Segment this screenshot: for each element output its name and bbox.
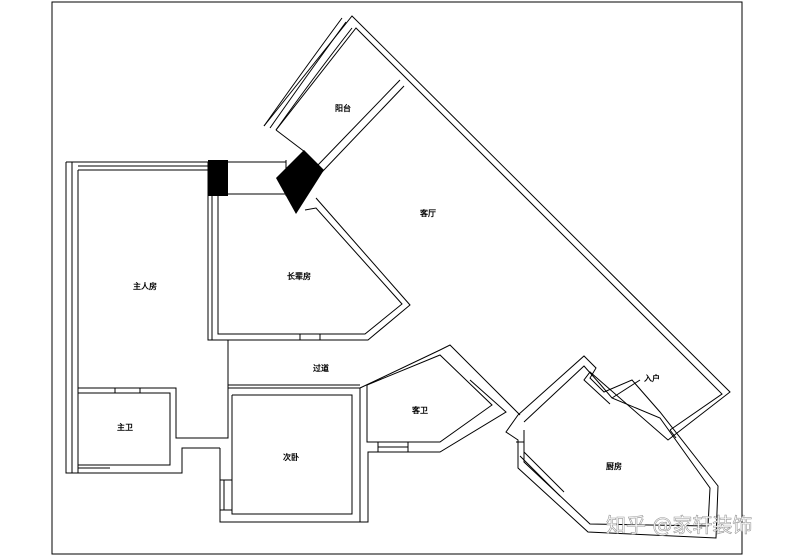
living-room-walls [263, 15, 731, 441]
master-bath-walls [66, 388, 220, 474]
room-label-living-room: 客厅 [419, 208, 436, 218]
room-label-corridor: 过道 [313, 363, 329, 373]
room-label-master-bath: 主卫 [117, 422, 133, 432]
column-center [276, 150, 324, 214]
room-label-long-room: 长辈房 [287, 271, 311, 281]
room-label-guest-bath: 客卫 [411, 405, 428, 415]
room-label-kitchen: 厨房 [606, 461, 622, 471]
room-label-balcony: 阳台 [335, 103, 351, 113]
watermark: 知乎 @家轩装饰 [606, 513, 752, 537]
room-label-second-bedroom: 次卧 [283, 452, 299, 462]
master-bedroom-walls [65, 161, 229, 474]
column-left [208, 160, 228, 196]
guest-bath-walls [228, 344, 521, 523]
room-label-master-bedroom: 主人房 [133, 281, 157, 291]
room-label-entrance: 入户 [643, 373, 660, 383]
kitchen-walls [505, 355, 719, 539]
drawing-frame [51, 1, 743, 555]
